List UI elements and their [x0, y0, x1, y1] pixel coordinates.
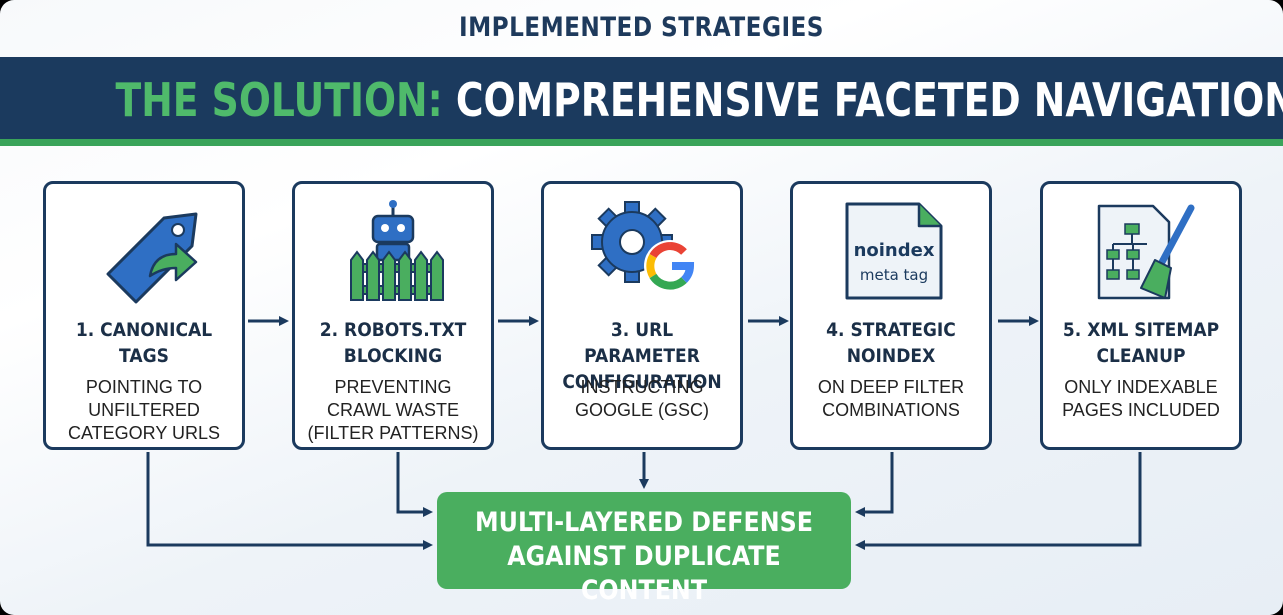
- strategy-card-sitemap: 5. XML SITEMAP CLEANUP ONLY INDEXABLE PA…: [1040, 181, 1242, 450]
- robot-fence-icon: [295, 194, 491, 304]
- arrow-card4-to-result: [855, 452, 894, 517]
- strategy-title: 1. CANONICAL TAGS: [75, 319, 213, 367]
- strategy-description: INSTRUCTING GOOGLE (GSC): [574, 377, 709, 420]
- strategy-card-robots: 2. ROBOTS.TXT BLOCKING PREVENTING CRAWL …: [292, 181, 494, 450]
- kicker-heading: IMPLEMENTED STRATEGIES: [459, 12, 824, 43]
- banner-title: THE SOLUTION: COMPREHENSIVE FACETED NAVI…: [115, 73, 1283, 127]
- tag-arrow-icon: [46, 194, 242, 304]
- banner-title-accent: THE SOLUTION:: [115, 73, 443, 127]
- strategy-card-noindex: noindex meta tag 4. STRATEGIC NOINDEX ON…: [790, 181, 992, 450]
- meta-tag-label: meta tag: [860, 266, 928, 284]
- strategy-title: 3. URL PARAMETER CONFIGURATION: [562, 319, 722, 393]
- arrow-card1-to-result: [146, 452, 433, 550]
- strategy-card-url-parameters: 3. URL PARAMETER CONFIGURATION INSTRUCTI…: [541, 181, 743, 450]
- arrow-card2-to-result: [396, 452, 433, 517]
- noindex-label: noindex: [854, 240, 935, 261]
- arrow-card5-to-result: [855, 452, 1142, 550]
- result-box: MULTI-LAYERED DEFENSE AGAINST DUPLICATE …: [437, 492, 851, 606]
- strategy-description: POINTING TO UNFILTERED CATEGORY URLS: [67, 377, 221, 443]
- strategy-title: 4. STRATEGIC NOINDEX: [826, 319, 956, 367]
- strategy-description: ON DEEP FILTER COMBINATIONS: [817, 377, 965, 420]
- title-banner: THE SOLUTION: COMPREHENSIVE FACETED NAVI…: [0, 57, 1283, 146]
- gear-google-icon: [544, 194, 740, 304]
- strategy-card-canonical: 1. CANONICAL TAGS POINTING TO UNFILTERED…: [43, 181, 245, 450]
- result-text: MULTI-LAYERED DEFENSE AGAINST DUPLICATE …: [475, 507, 813, 606]
- strategy-title: 5. XML SITEMAP CLEANUP: [1062, 319, 1220, 367]
- banner-title-main: COMPREHENSIVE FACETED NAVIGATION OPTIMIZ…: [455, 73, 1283, 127]
- strategy-title: 2. ROBOTS.TXT BLOCKING: [319, 319, 467, 367]
- noindex-document-icon: noindex meta tag: [793, 194, 989, 304]
- strategy-description: PREVENTING CRAWL WASTE (FILTER PATTERNS): [307, 377, 479, 443]
- strategy-description: ONLY INDEXABLE PAGES INCLUDED: [1062, 377, 1220, 420]
- sitemap-broom-icon: [1043, 194, 1239, 304]
